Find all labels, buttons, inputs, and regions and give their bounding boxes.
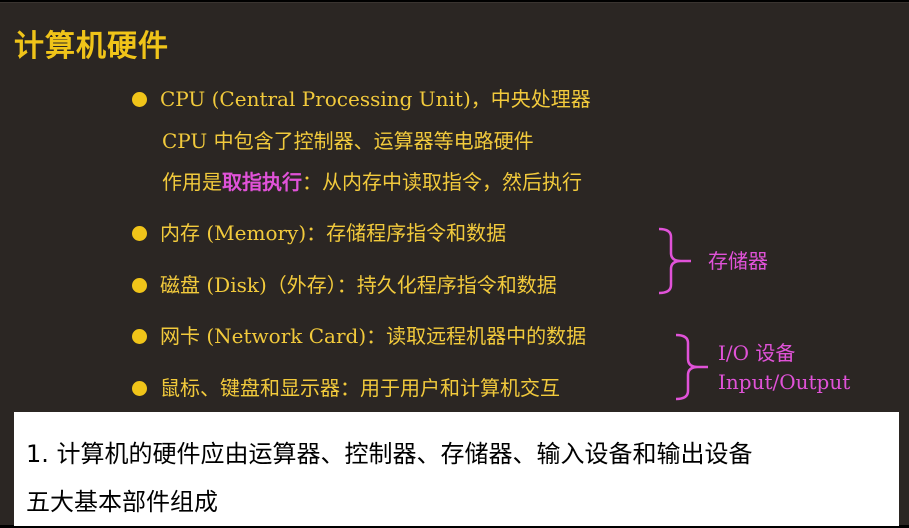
- cpu-components-line: CPU 中包含了控制器、运算器等电路硬件: [162, 129, 534, 153]
- note-box: 1. 计算机的硬件应由运算器、控制器、存储器、输入设备和输出设备 五大基本部件组…: [14, 412, 899, 526]
- peripherals-line: 鼠标、键盘和显示器：用于用户和计算机交互: [160, 376, 560, 400]
- memory-line: 内存 (Memory)：存储程序指令和数据: [160, 221, 507, 245]
- bullet-dot-icon: [132, 381, 147, 396]
- note-line-2: 五大基本部件组成: [26, 488, 218, 516]
- io-label-english: Input/Output: [718, 370, 851, 394]
- slide-title: 计算机硬件: [14, 29, 169, 64]
- bullet-dot-icon: [132, 278, 147, 293]
- bullet-dot-icon: [132, 329, 147, 344]
- bullet-dot-icon: [132, 92, 147, 107]
- cpu-function-suffix: ：从内存中读取指令，然后执行: [302, 170, 582, 194]
- bullet-dot-icon: [132, 226, 147, 241]
- storage-label: 存储器: [708, 249, 768, 273]
- disk-line: 磁盘 (Disk)（外存）：持久化程序指令和数据: [160, 273, 557, 297]
- cpu-function-prefix: 作用是: [162, 170, 222, 194]
- cpu-line: CPU (Central Processing Unit)，中央处理器: [160, 87, 591, 111]
- network-card-line: 网卡 (Network Card)：读取远程机器中的数据: [160, 324, 587, 348]
- cpu-function-line: 作用是取指执行：从内存中读取指令，然后执行: [162, 170, 582, 194]
- storage-brace-icon: [658, 227, 691, 295]
- note-line-1: 1. 计算机的硬件应由运算器、控制器、存储器、输入设备和输出设备: [26, 440, 753, 468]
- io-label: I/O 设备: [718, 341, 796, 365]
- io-brace-icon: [675, 333, 708, 401]
- fetch-execute-highlight: 取指执行: [222, 170, 302, 194]
